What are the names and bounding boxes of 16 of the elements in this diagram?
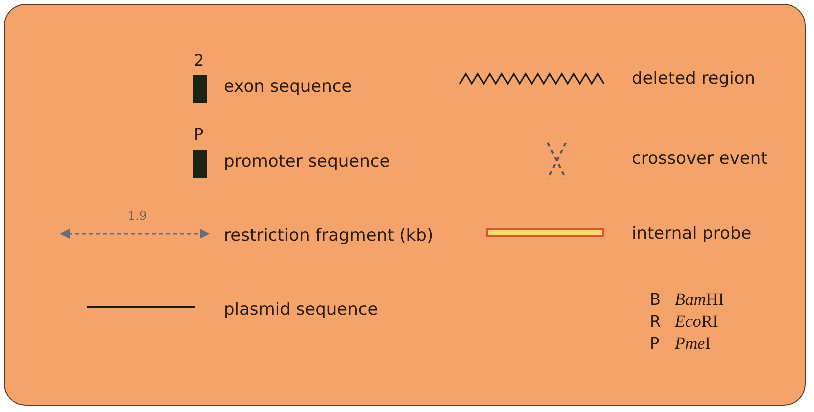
sequence-label: P [194,125,204,145]
legend-text: restriction fragment (kb) [224,226,434,246]
legend-text: plasmid sequence [224,300,378,320]
enzyme-name: PmeI [675,334,711,354]
abbreviation-label: R [650,312,662,332]
legend-text: promoter sequence [224,152,390,172]
legend-text: crossover event [632,149,768,169]
enzyme-name: EcoRI [675,312,718,332]
enzyme-name: BamHI [675,290,724,310]
legend-text: deleted region [632,69,756,89]
length-label: 1.9 [128,208,148,225]
legend-text: exon sequence [224,77,352,97]
sequence-label: 2 [194,51,204,71]
abbreviation-label: P [650,334,660,354]
legend-text: internal probe [632,224,752,244]
abbreviation-label: B [650,290,661,310]
